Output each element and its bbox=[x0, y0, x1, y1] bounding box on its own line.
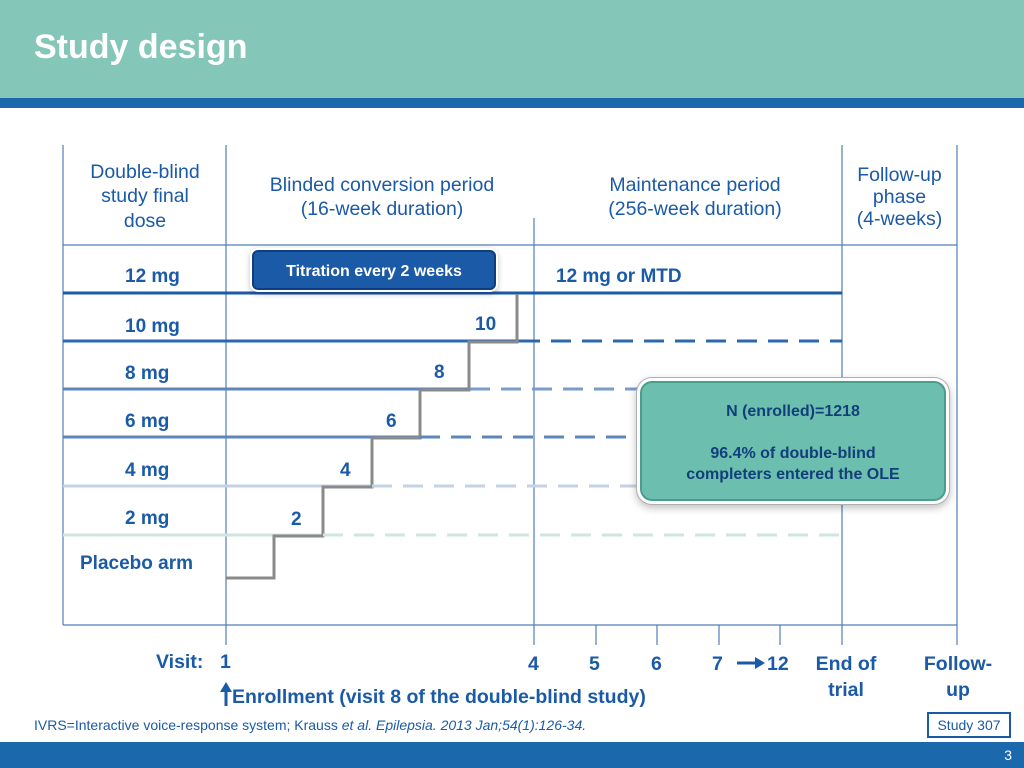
column-header-line: study final bbox=[101, 185, 189, 208]
dose-label-10mg: 10 mg bbox=[125, 316, 180, 337]
footnote-prefix: IVRS=Interactive voice-response system; … bbox=[34, 717, 342, 733]
page-title: Study design bbox=[34, 28, 248, 66]
column-header-line: (4-weeks) bbox=[856, 207, 943, 230]
enrollment-note: Enrollment (visit 8 of the double-blind … bbox=[232, 686, 646, 708]
visit-4: 4 bbox=[528, 653, 539, 675]
dose-label-8mg: 8 mg bbox=[125, 363, 170, 384]
maintenance-label: 12 mg or MTD bbox=[556, 266, 682, 287]
footer-band bbox=[0, 742, 1024, 768]
column-header-line: Blinded conversion period bbox=[269, 174, 495, 196]
column-header-line: dose bbox=[123, 209, 167, 232]
visit-1: 1 bbox=[220, 651, 231, 673]
column-header-line: Maintenance period bbox=[609, 174, 781, 196]
dose-label-6mg: 6 mg bbox=[125, 411, 170, 432]
page-number: 3 bbox=[1004, 747, 1012, 763]
titration-staircase bbox=[226, 294, 519, 580]
step-label-8: 8 bbox=[434, 362, 445, 383]
visit-5: 5 bbox=[589, 653, 600, 675]
enrolled-count: N (enrolled)=1218 bbox=[726, 403, 860, 420]
column-header-line: phase bbox=[872, 185, 927, 208]
footnote: IVRS=Interactive voice-response system; … bbox=[34, 717, 586, 733]
enrolled-callout: N (enrolled)=1218 96.4% of double-blind … bbox=[640, 381, 946, 501]
arrow-right-icon bbox=[737, 657, 765, 669]
table-grid bbox=[62, 145, 958, 645]
visit-end-line: End of bbox=[815, 653, 877, 675]
visit-end-of-trial: End of trial bbox=[805, 651, 887, 703]
visit-label: Visit: bbox=[156, 651, 204, 673]
step-label-6: 6 bbox=[386, 411, 397, 432]
dose-label-placebo: Placebo arm bbox=[80, 553, 193, 574]
column-header-line: Follow-up bbox=[857, 164, 942, 186]
enrolled-percent-cont: completers entered the OLE bbox=[686, 466, 900, 483]
header-band bbox=[0, 98, 1024, 108]
visit-6: 6 bbox=[651, 653, 662, 675]
column-header-conversion: Blinded conversion period (16-week durat… bbox=[228, 173, 536, 222]
column-header-line: (16-week duration) bbox=[300, 198, 464, 221]
visit-follow-up: Follow- up bbox=[912, 651, 1004, 703]
visit-7: 7 bbox=[712, 653, 723, 675]
dose-label-4mg: 4 mg bbox=[125, 460, 170, 481]
dose-label-2mg: 2 mg bbox=[125, 508, 170, 529]
step-label-2: 2 bbox=[291, 509, 302, 530]
visit-follow-line: Follow- bbox=[923, 653, 993, 675]
step-label-10: 10 bbox=[475, 314, 497, 335]
visit-end-line: trial bbox=[828, 679, 864, 701]
arrow-up-icon bbox=[220, 682, 232, 706]
column-header-line: (256-week duration) bbox=[608, 198, 782, 221]
visit-follow-line: up bbox=[946, 679, 970, 701]
visit-12: 12 bbox=[767, 653, 789, 675]
column-header-final-dose: Double-blind study final dose bbox=[66, 160, 224, 233]
enrolled-percent: 96.4% of double-blind bbox=[710, 445, 876, 462]
column-header-maintenance: Maintenance period (256-week duration) bbox=[540, 173, 850, 222]
column-header-follow-up: Follow-up phase (4-weeks) bbox=[843, 164, 956, 230]
titration-label: Titration every 2 weeks bbox=[252, 250, 496, 290]
study-tag: Study 307 bbox=[927, 712, 1011, 738]
dose-label-12mg: 12 mg bbox=[125, 266, 180, 287]
footnote-citation: Epilepsia. 2013 Jan;54(1):126-34. bbox=[372, 717, 587, 733]
step-label-4: 4 bbox=[340, 460, 351, 481]
column-header-line: Double-blind bbox=[90, 161, 200, 183]
footnote-etal: et al. bbox=[341, 717, 373, 733]
header-bar: Study design bbox=[0, 0, 1024, 98]
